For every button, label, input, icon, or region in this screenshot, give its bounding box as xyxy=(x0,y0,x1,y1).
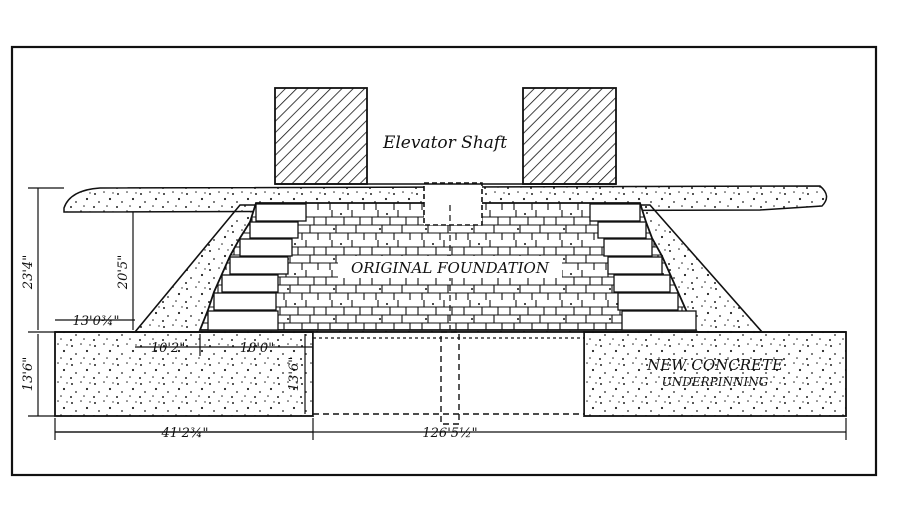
dim-foundation-height: 20'5" xyxy=(116,255,131,290)
center-pit xyxy=(312,205,585,425)
new-concrete-label: NEW CONCRETE xyxy=(646,356,783,374)
dim-total-width: 126'5½" xyxy=(422,426,477,441)
dim-offset-10: 10'2" xyxy=(151,341,185,356)
dim-left-width: 41'2¾" xyxy=(161,426,209,441)
original-foundation-label: ORIGINAL FOUNDATION xyxy=(351,259,550,277)
elevator-shaft-left xyxy=(274,87,368,185)
elevator-shaft-label: Elevator Shaft xyxy=(382,133,507,153)
dimension-lines xyxy=(28,187,847,440)
foundation-label-bg xyxy=(338,256,562,278)
dim-offset-13: 13'0¾" xyxy=(73,314,120,329)
dim-pit-depth: 13'6" xyxy=(287,357,302,391)
underpinning-right xyxy=(583,331,847,417)
dim-total-height: 23'4" xyxy=(21,255,36,290)
dim-underpin-height: 13'6" xyxy=(21,357,36,391)
elevator-shaft-right xyxy=(522,87,617,185)
outer-frame xyxy=(10,45,878,477)
underpinning-label: UNDERPINNING xyxy=(662,375,769,389)
dim-offset-18: 18'0" xyxy=(240,341,274,356)
